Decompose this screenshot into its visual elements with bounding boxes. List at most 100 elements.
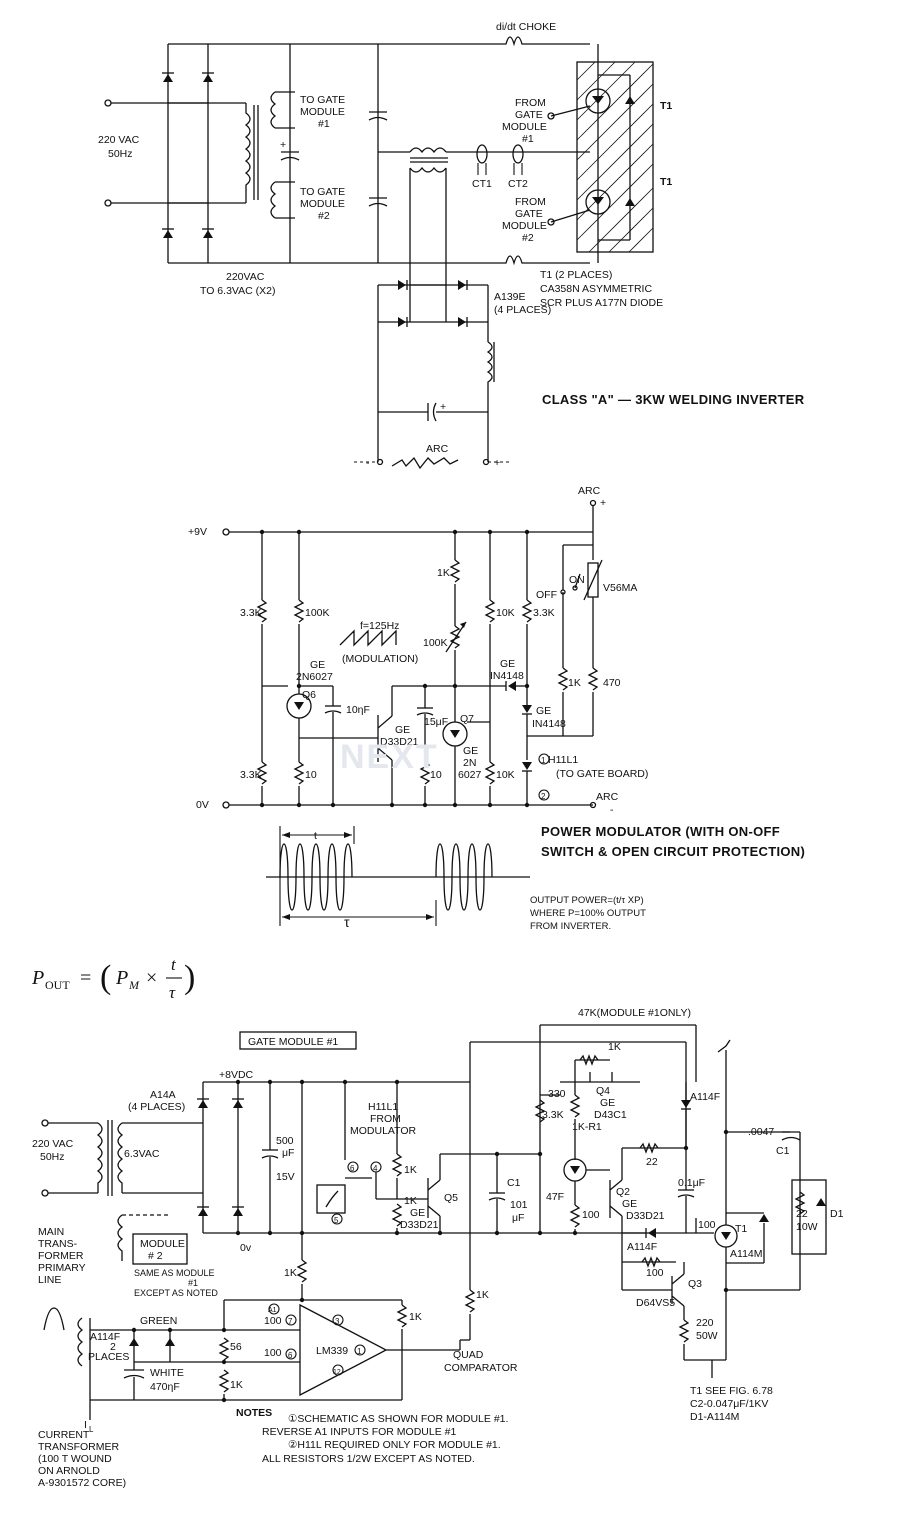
resistor-10k-b: [484, 761, 496, 785]
power-note-3: FROM INVERTER.: [530, 921, 611, 932]
modulator-arc-plus-sign: +: [600, 497, 606, 509]
output-transformer-secondary: [409, 166, 447, 173]
svg-text:(: (: [100, 959, 111, 996]
opto-pin5: 5: [334, 1216, 339, 1225]
gate-module-schematic: GATE MODULE #1 220 VAC 50Hz 6.3VAC A14A …: [32, 1007, 844, 1489]
diode-note-2: (4 PLACES): [494, 304, 551, 316]
to-gate-module-2-label: TO GATE: [300, 186, 345, 198]
h11l1-pin2: 2: [541, 792, 546, 801]
power-note: OUTPUT POWER=(t/τ XP): [530, 895, 644, 906]
a114f-mid-label: A114F: [627, 1241, 657, 1253]
a114f-top-label: A114F: [690, 1091, 720, 1103]
gate-transformer-primary: [96, 1122, 103, 1193]
main-xfmr-label-4: PRIMARY: [38, 1262, 86, 1274]
ct-note-4: ON ARNOLD: [38, 1465, 100, 1477]
supply-0v: 0V: [196, 799, 209, 811]
r100-c-label: 100: [646, 1267, 664, 1279]
gate-transformer-secondary: [117, 1122, 124, 1193]
varistor-label: V56MA: [603, 582, 637, 594]
modulator-arc-minus-sign: -: [610, 804, 614, 816]
c470-label: 470ηF: [150, 1381, 180, 1393]
note-3: ②H11L REQUIRED ONLY FOR MODULE #1.: [288, 1439, 501, 1451]
gate-t1-diode: [759, 1214, 769, 1222]
from-gate-module-1-3: MODULE: [502, 121, 547, 133]
gate-module-junctions: [131, 1079, 729, 1403]
pot-100k-label: 100K: [423, 637, 448, 649]
modulation-label: (MODULATION): [342, 653, 418, 665]
c1-unit: μF: [512, 1212, 524, 1224]
scr-module-block: [576, 44, 654, 263]
cap500-unit: μF: [282, 1147, 294, 1159]
notes-heading: NOTES: [236, 1407, 272, 1419]
il-sub: L: [89, 1425, 94, 1434]
gate-h11l1-from: FROM: [370, 1113, 401, 1125]
r10k-a-label: 10K: [496, 607, 515, 619]
lm339-pin1: 1: [357, 1347, 362, 1356]
modulator-title-2: SWITCH & OPEN CIRCUIT PROTECTION): [541, 844, 805, 859]
quad-label-2: COMPARATOR: [444, 1362, 518, 1374]
r22w-power: 10W: [796, 1221, 818, 1233]
r1k-q5-a-label: 1K: [404, 1164, 417, 1176]
resistor-1k-quad: [464, 1289, 476, 1313]
opto-pin6: 6: [350, 1164, 355, 1173]
current-transformer-ct1: [476, 144, 488, 175]
burst-waveform: [266, 826, 530, 926]
a1-pin: A1: [268, 1307, 277, 1314]
snubber-network: [791, 1179, 827, 1255]
r47f-label: 47F: [546, 1191, 564, 1203]
lm339-pin3: 3: [335, 1317, 340, 1326]
r33k-b-label: 3.3K: [533, 607, 555, 619]
h11l1-opto: [316, 1184, 346, 1214]
h11l1-led: [522, 762, 532, 770]
inverter-input-voltage: 220 VAC: [98, 134, 140, 146]
h11l1-note: (TO GATE BOARD): [556, 768, 648, 780]
arc-label: ARC: [426, 443, 449, 455]
cap500-voltage: 15V: [276, 1171, 295, 1183]
r10-b-label: 10: [430, 769, 442, 781]
r1k-q5-b-label: 1K: [404, 1195, 417, 1207]
formula-times: ×: [146, 967, 157, 989]
q4-ge: GE: [600, 1097, 615, 1109]
resistor-220-50w: [678, 1319, 690, 1343]
current-pulse-symbol: [43, 1307, 65, 1331]
from-gate-module-2: FROM: [515, 196, 546, 208]
ct-diode-b: [165, 1338, 175, 1346]
resistor-100-q3: [641, 1256, 661, 1268]
diode-note: A139E: [494, 291, 526, 303]
to-gate-module-2-label-3: #2: [318, 210, 330, 222]
didt-choke-bottom: [500, 255, 590, 266]
note-2: REVERSE A1 INPUTS FOR MODULE #1: [262, 1426, 456, 1438]
input-terminal-top: [104, 99, 112, 107]
resistor-1k-lm339: [296, 1259, 308, 1283]
resistor-1k-b: [557, 667, 569, 691]
welding-inverter-schematic: 220 VAC 50Hz TO GATE MODULE #1 TO GATE M…: [98, 21, 804, 470]
r22-label: 22: [646, 1156, 658, 1168]
r100-6-label: 100: [264, 1347, 282, 1359]
from-gate-module-1: FROM: [515, 97, 546, 109]
ct-note-2: TRANSFORMER: [38, 1441, 120, 1453]
white-wire-label: WHITE: [150, 1367, 184, 1379]
r1kr1-label: 1K-R1: [572, 1121, 602, 1133]
supply-9v: +9V: [188, 526, 207, 538]
transformer-note: 220VAC: [226, 271, 265, 283]
tau-label: τ: [344, 914, 350, 930]
from-gate-module-2-3: MODULE: [502, 220, 547, 232]
formula-eq: =: [80, 967, 91, 989]
formula-lhs: P: [31, 967, 44, 989]
ct2-label: CT2: [508, 178, 528, 190]
inverter-input-frequency: 50Hz: [108, 148, 133, 160]
q3-part: D64VS5: [636, 1297, 675, 1309]
c15uf-label: 15μF: [424, 716, 448, 728]
resistor-1k-r1: [569, 1094, 581, 1118]
r470-label: 470: [603, 677, 621, 689]
freq-label: f=125Hz: [360, 620, 399, 632]
arc-plus: +: [494, 457, 500, 469]
watermark: NEXT: [340, 738, 439, 776]
resistor-3-3k-b: [521, 599, 533, 623]
q2-ref: Q2: [616, 1186, 630, 1198]
t1-note-2: CA358N ASYMMETRIC: [540, 283, 652, 295]
a114f-diode-mid: [648, 1228, 656, 1238]
diode-in4148-a: [508, 681, 516, 691]
a14a-places: (4 PLACES): [128, 1101, 185, 1113]
